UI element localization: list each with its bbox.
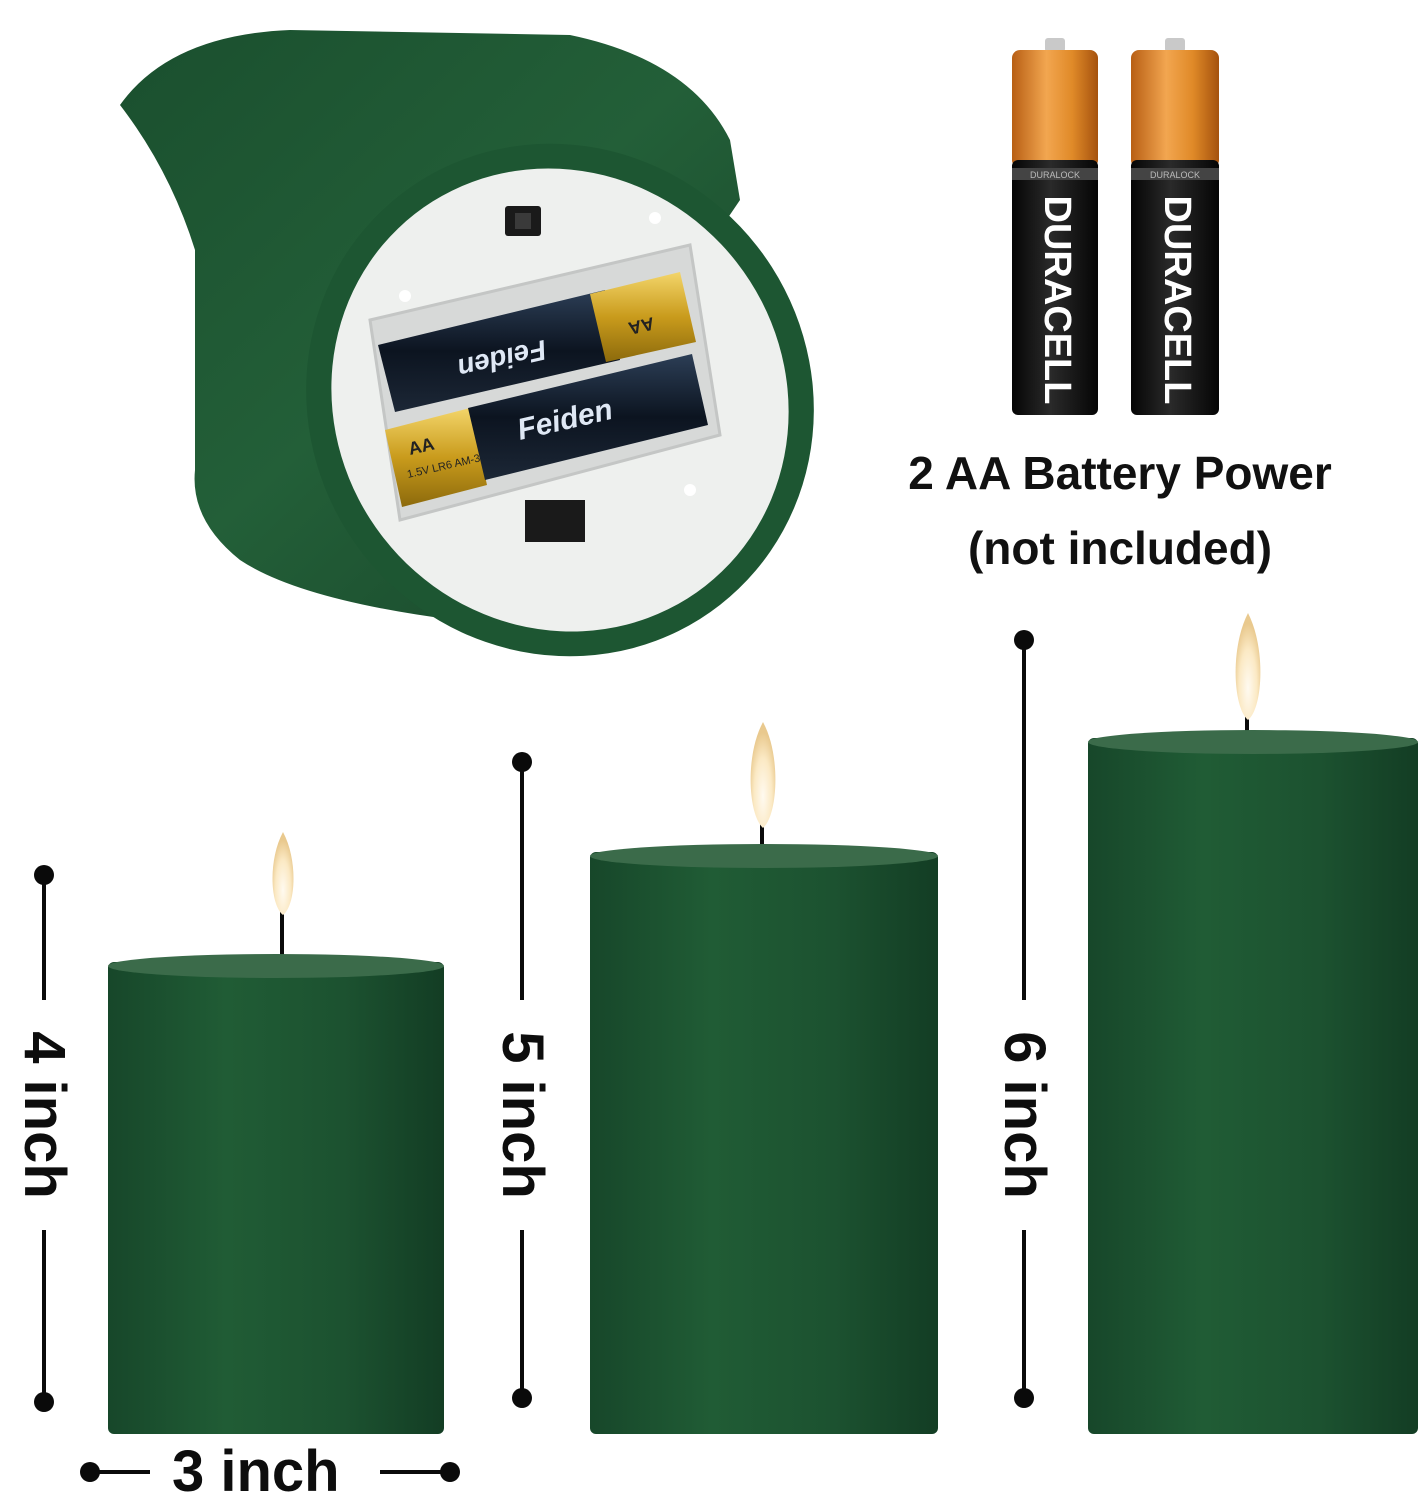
flame-icon-3: [1235, 613, 1261, 720]
slot-icon: [525, 500, 585, 542]
height-label-large: 6 inch: [992, 1031, 1057, 1199]
candle-medium: [590, 722, 938, 1434]
installed-battery-bottom: AA 1.5V LR6 AM-3 Feiden: [385, 354, 708, 507]
candle-bottom-view: AA Feiden AA 1.5V LR6 AM-3 Feiden: [120, 30, 814, 657]
candle-large: [1088, 613, 1418, 1434]
dimension-line-large: [1014, 630, 1034, 1408]
battery-caption-line2: (not included): [967, 522, 1273, 574]
dimension-line-small: [34, 865, 54, 1412]
duracell-label-2: DURACELL: [1156, 196, 1198, 405]
duracell-battery-right: DURALOCK DURACELL: [1131, 38, 1219, 415]
dimension-line-medium: [512, 752, 532, 1408]
height-label-small: 4 inch: [12, 1031, 77, 1199]
width-label: 3 inch: [172, 1439, 340, 1504]
dimension-line-width: [80, 1462, 460, 1482]
height-label-medium: 5 inch: [490, 1031, 555, 1199]
duralock-label-2: DURALOCK: [1150, 170, 1200, 180]
duralock-label: DURALOCK: [1030, 170, 1080, 180]
flame-icon: [272, 832, 294, 915]
battery-caption-line1: 2 AA Battery Power: [908, 447, 1332, 499]
flame-icon-2: [750, 722, 776, 828]
installed-battery-top: AA Feiden: [378, 272, 696, 412]
duracell-label: DURACELL: [1036, 196, 1078, 405]
candle-small: [108, 832, 444, 1434]
duracell-battery-left: DURALOCK DURACELL: [1012, 38, 1098, 415]
